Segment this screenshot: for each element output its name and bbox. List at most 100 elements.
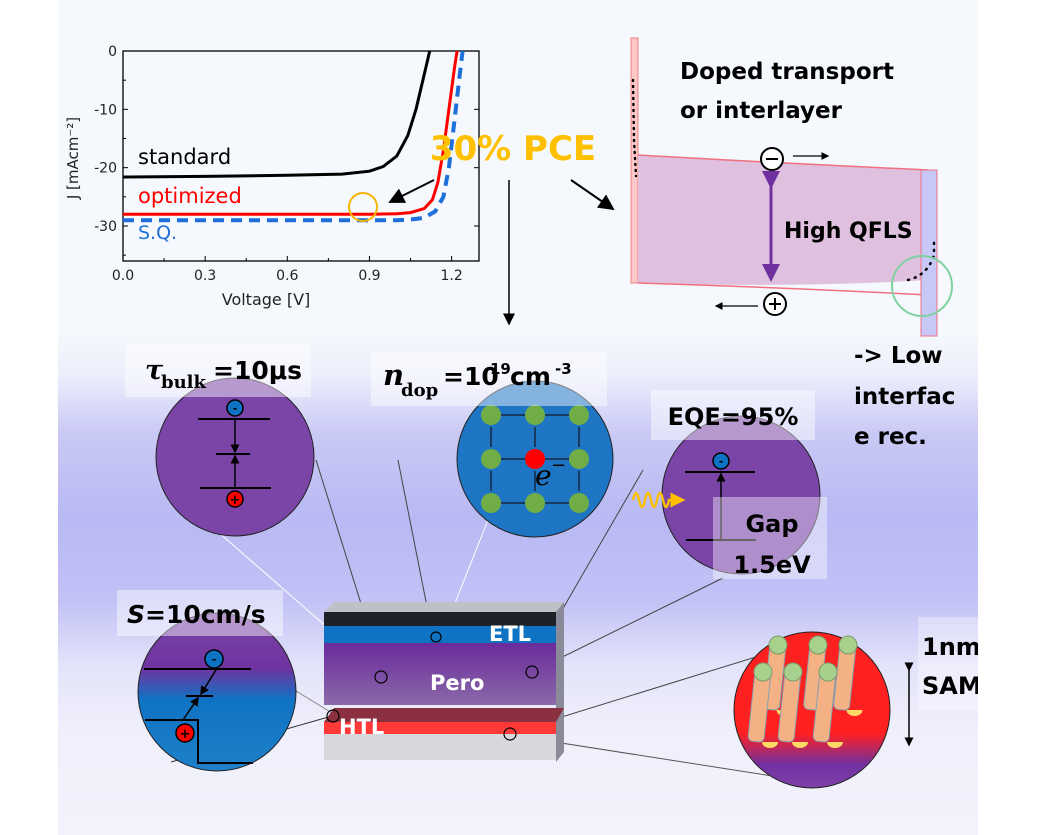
callout-eqe: EQE=95% - Gap 1.5eV xyxy=(631,390,827,579)
ndop-unit: cm xyxy=(510,362,551,391)
lattice-atom xyxy=(525,405,545,425)
qfls-label: High QFLS xyxy=(784,219,913,244)
lattice-atom xyxy=(569,405,589,425)
jv-series-sq xyxy=(123,50,465,223)
arrow-to-jv xyxy=(388,179,435,203)
band-title-line2: or interlayer xyxy=(680,98,843,124)
callout-sam: 1nm SAM xyxy=(733,617,978,789)
eqe-label-box xyxy=(651,390,815,440)
legend-optimized: optimized xyxy=(138,184,242,208)
gap-label-line2: 1.5eV xyxy=(733,551,811,579)
svg-text:-: - xyxy=(719,455,724,468)
jv-series-standard xyxy=(122,50,432,179)
callout-tau-bulk: τ bulk =10μs - + xyxy=(125,343,315,537)
ndop-unit-exponent: -3 xyxy=(555,360,572,378)
right-interlayer xyxy=(920,169,938,337)
x-axis-label: Voltage [V] xyxy=(222,290,311,309)
x-tick-label: 1.2 xyxy=(440,268,462,284)
hole-icon xyxy=(175,723,195,743)
sam-anchor-group xyxy=(827,742,843,748)
jv-plot-frame xyxy=(122,50,480,262)
lattice-atom xyxy=(481,405,501,425)
lattice-atom xyxy=(525,493,545,513)
etl-label: ETL xyxy=(489,622,531,646)
left-dotted-fermi xyxy=(631,78,638,178)
low-rec-line1: -> Low xyxy=(854,343,943,369)
s-symbol: S xyxy=(127,600,145,629)
probe-bulk xyxy=(374,670,388,684)
x-tick-label: 0.0 xyxy=(112,268,134,284)
sam-head-group xyxy=(808,635,828,655)
svg-text:-: - xyxy=(233,402,238,415)
perovskite-layer xyxy=(324,643,556,705)
lattice-atom xyxy=(481,493,501,513)
callout-surface-recombination: S =10cm/s - + xyxy=(117,590,297,772)
ndop-subscript: dop xyxy=(401,380,438,401)
ndop-exponent: 19 xyxy=(490,360,511,378)
device-stack: ETL Pero HTL xyxy=(324,602,564,762)
y-tick-label: 0 xyxy=(108,44,117,60)
lattice-atom xyxy=(569,493,589,513)
ndop-label-box xyxy=(371,352,607,406)
low-rec-line2: interfac xyxy=(854,384,955,410)
htl-label: HTL xyxy=(339,715,384,739)
s-value: =10cm/s xyxy=(145,600,266,629)
y-tick-label: -30 xyxy=(94,219,117,235)
electron-e-sign: − xyxy=(551,455,566,476)
x-tick-label: 0.3 xyxy=(194,268,216,284)
left-contact-layer xyxy=(630,37,639,284)
electrode-layer xyxy=(324,612,556,626)
svg-text:+: + xyxy=(230,493,241,508)
band-diagram: High QFLS Doped transport or interlayer … xyxy=(630,37,955,450)
svg-text:+: + xyxy=(180,727,191,742)
sam-anchor-group xyxy=(762,742,778,748)
sam-anchor-group xyxy=(846,710,863,716)
sam-head-group xyxy=(838,635,858,655)
gap-label-line1: Gap xyxy=(745,510,798,538)
sam-head-group xyxy=(753,662,773,682)
s-circle xyxy=(137,612,297,772)
htl-top-face xyxy=(324,708,564,722)
eqe-label: EQE=95% xyxy=(668,403,799,431)
y-tick-label: -10 xyxy=(94,102,117,118)
electron-icon xyxy=(204,649,224,669)
arrow-to-band xyxy=(570,179,615,211)
pce-label: 30% PCE xyxy=(430,129,596,169)
interface-highlight-circle xyxy=(891,255,953,317)
stack-side-face xyxy=(556,602,564,762)
stack-top-face xyxy=(324,602,564,612)
gap-label-box xyxy=(713,497,827,579)
ndop-value: =10 xyxy=(443,362,499,391)
svg-text:-: - xyxy=(212,653,217,666)
hole-icon xyxy=(226,490,244,508)
ndop-symbol: n xyxy=(383,358,404,392)
y-tick-label: -20 xyxy=(94,161,117,177)
sam-label-box xyxy=(918,617,978,710)
lattice-atom xyxy=(481,449,501,469)
sam-anchor-group xyxy=(792,742,808,748)
sam-head-group xyxy=(768,635,788,655)
sam-head-group xyxy=(818,662,838,682)
tau-value: =10μs xyxy=(213,356,302,385)
connector-eqe-2 xyxy=(537,577,724,670)
sam-head-group xyxy=(783,662,803,682)
photon-icon xyxy=(631,491,686,509)
probe-interface xyxy=(326,709,340,723)
substrate-layer xyxy=(324,734,556,760)
y-axis-label: J [mAcm⁻²] xyxy=(64,117,82,200)
htl-layer xyxy=(324,722,556,734)
absorber-region xyxy=(638,155,928,285)
right-dotted-fermi xyxy=(906,238,936,282)
electron-icon xyxy=(712,452,730,470)
lattice-atom xyxy=(569,449,589,469)
electron-icon xyxy=(226,399,244,417)
tau-subscript: bulk xyxy=(161,372,207,393)
s-label-box xyxy=(117,590,283,636)
tau-label-box xyxy=(125,343,311,397)
pero-label: Pero xyxy=(430,671,484,695)
sam-label-line1: 1nm xyxy=(922,633,978,661)
mpp-highlight-circle xyxy=(348,192,378,222)
legend-sq: S.Q. xyxy=(138,222,177,244)
tau-symbol: τ xyxy=(145,355,164,386)
